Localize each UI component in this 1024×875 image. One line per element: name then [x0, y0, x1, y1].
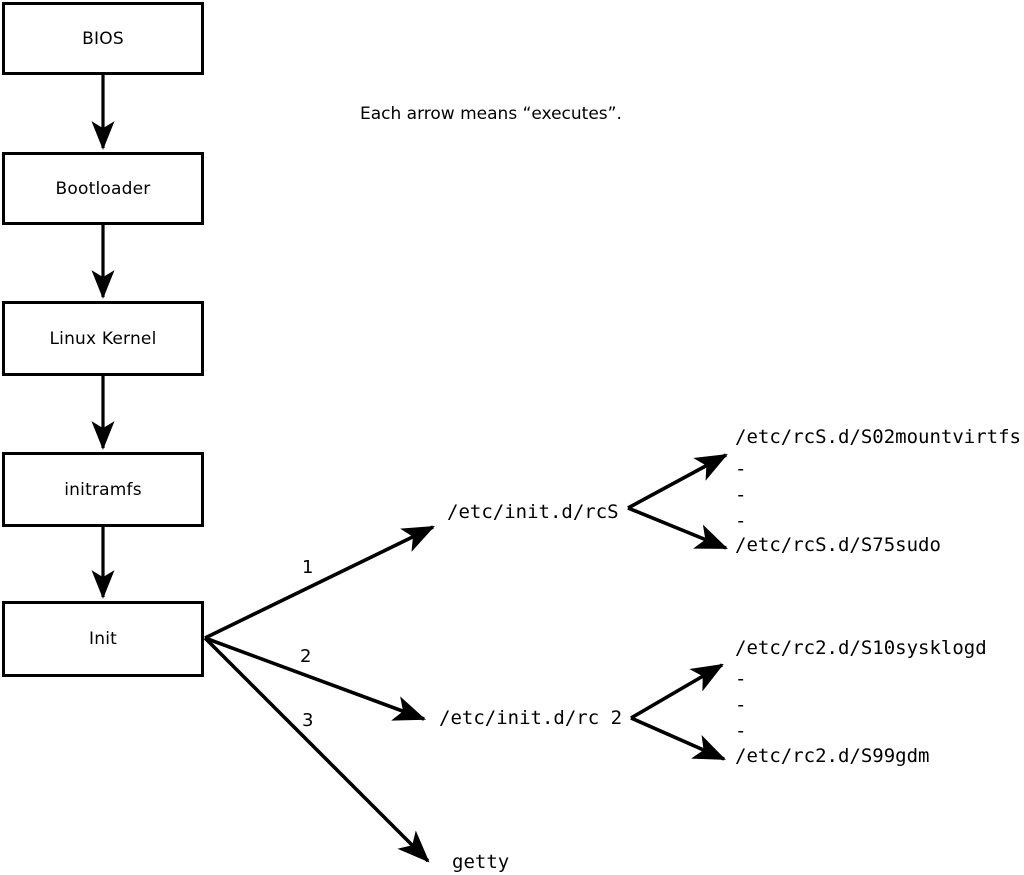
node-etc-init-d-rc2[interactable]: /etc/init.d/rc 2	[439, 707, 623, 729]
node-initramfs-label: initramfs	[64, 479, 142, 500]
edge-init-to-rcs	[204, 525, 435, 640]
edge-rcs-to-last-script	[627, 506, 728, 550]
edge-init-to-getty	[203, 636, 430, 863]
edge-number-2: 2	[300, 646, 312, 667]
node-getty[interactable]: getty	[452, 851, 510, 873]
node-linux-kernel-label: Linux Kernel	[49, 328, 157, 349]
rc2-ellipsis-dash-2: -	[735, 694, 747, 716]
node-init-label: Init	[89, 629, 117, 649]
legend-note: Each arrow means “executes”.	[360, 104, 622, 124]
node-bootloader-label: Bootloader	[55, 178, 151, 199]
node-init[interactable]: Init	[2, 601, 204, 677]
node-initramfs[interactable]: initramfs	[2, 452, 204, 527]
node-bootloader[interactable]: Bootloader	[2, 152, 204, 225]
node-etc-init-d-rcs[interactable]: /etc/init.d/rcS	[447, 501, 619, 523]
rc2-ellipsis-dash-1: -	[735, 668, 747, 690]
edge-number-1: 1	[302, 557, 314, 578]
rc2-ellipsis-dash-3: -	[735, 720, 747, 742]
rcs-ellipsis-dash-1: -	[735, 458, 747, 480]
edge-rcs-to-first-script	[627, 453, 728, 510]
node-rcs-first-script[interactable]: /etc/rcS.d/S02mountvirtfs	[735, 426, 1021, 448]
edge-number-3: 3	[302, 710, 314, 731]
edge-rc2-to-first-script	[630, 663, 724, 720]
node-rc2-last-script[interactable]: /etc/rc2.d/S99gdm	[735, 745, 930, 767]
node-linux-kernel[interactable]: Linux Kernel	[2, 301, 204, 376]
node-bios[interactable]: BIOS	[2, 2, 204, 75]
node-bios-label: BIOS	[82, 28, 124, 49]
rcs-ellipsis-dash-2: -	[735, 484, 747, 506]
node-rc2-first-script[interactable]: /etc/rc2.d/S10sysklogd	[735, 637, 987, 659]
edge-init-to-rc2	[204, 636, 427, 721]
edge-rc2-to-last-script	[630, 716, 726, 761]
node-rcs-last-script[interactable]: /etc/rcS.d/S75sudo	[735, 534, 941, 556]
rcs-ellipsis-dash-3: -	[735, 510, 747, 532]
